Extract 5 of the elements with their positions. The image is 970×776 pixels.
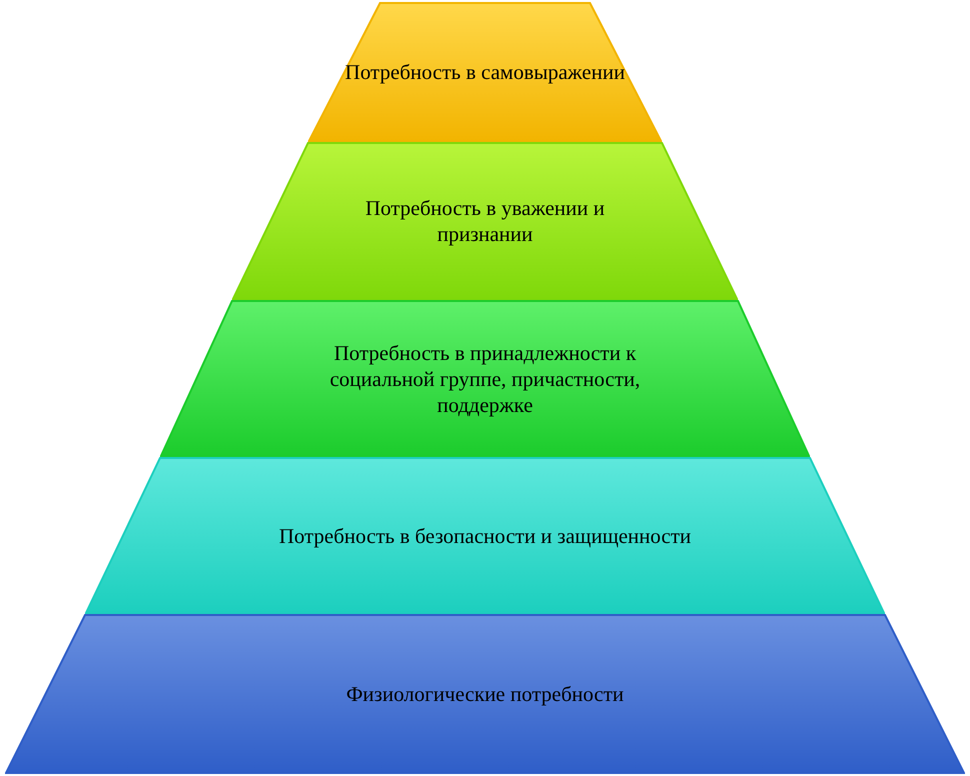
level-label: Потребность в уважении и признании <box>364 195 606 247</box>
level-label: Потребность в самовыражении <box>344 59 626 85</box>
level-label: Потребность в безопасности и защищенности <box>278 522 692 548</box>
level-label: Потребность в принадлежности к социальной группе, причастности, поддержке <box>328 340 642 418</box>
level-label: Физиологические потребности <box>345 681 625 707</box>
